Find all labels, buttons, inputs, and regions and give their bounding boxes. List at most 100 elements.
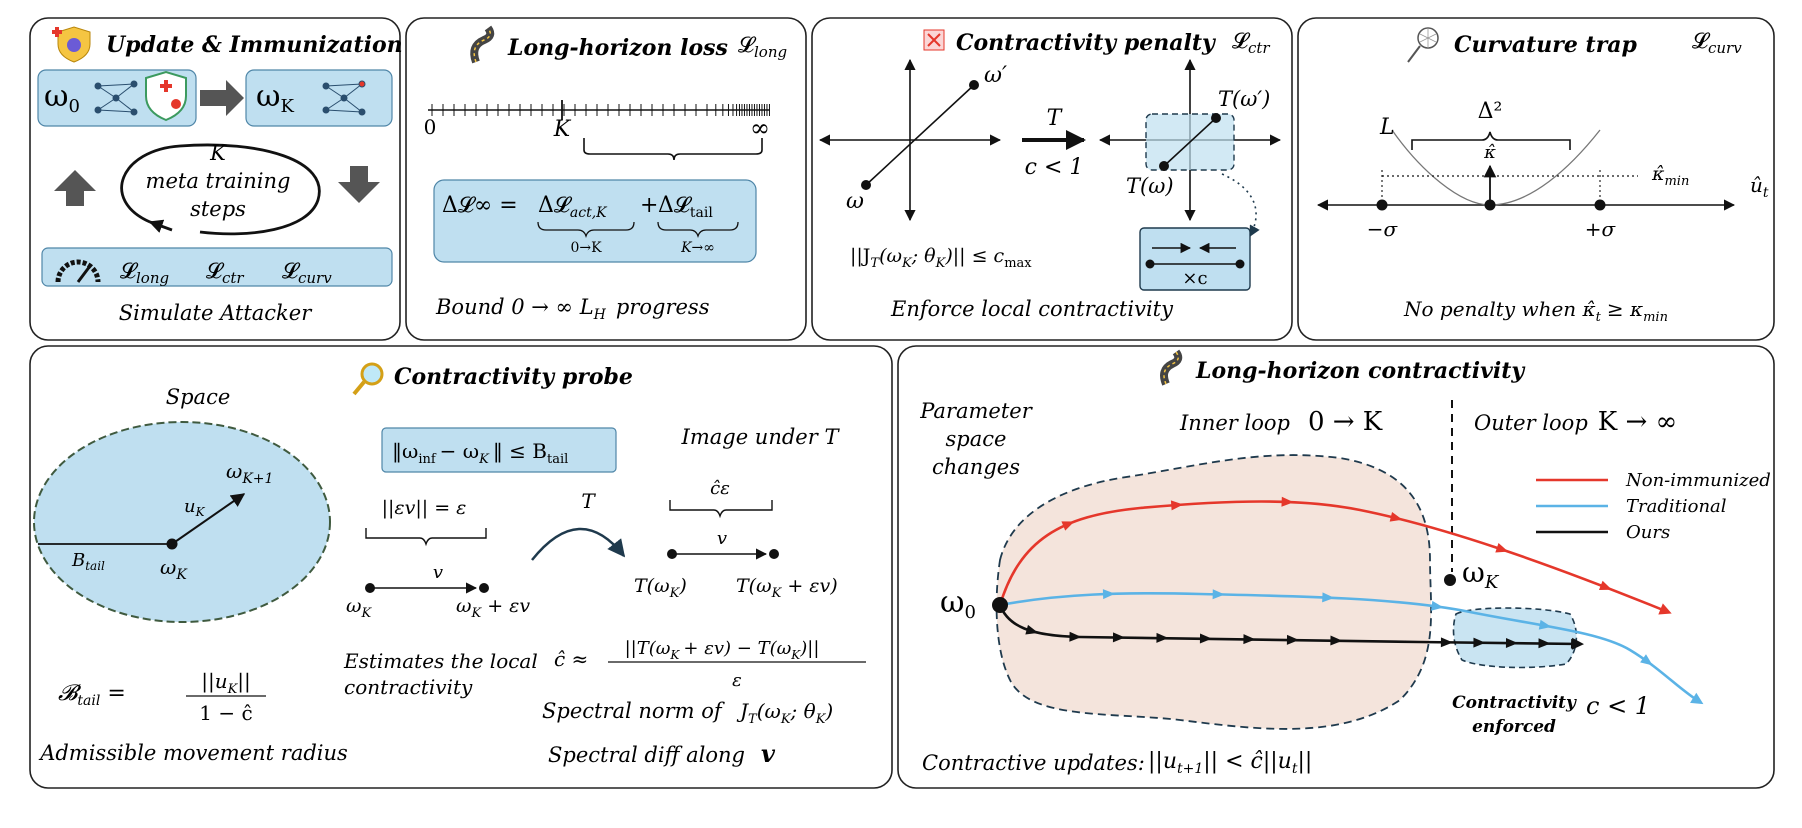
panel5-title: Contractivity probe (394, 364, 633, 390)
wK-label: ωK (1462, 556, 1500, 593)
jacobian-norm: ||JT(ωK; θK)|| ≤ cmax (850, 245, 1032, 271)
path-arrowhead (1389, 511, 1403, 522)
zoom-right-point (1235, 259, 1245, 269)
path-arrowhead (1538, 619, 1552, 630)
radius-caption: Admissible movement radius (38, 741, 348, 765)
path-arrowhead (1322, 592, 1335, 603)
horizon-ticks (431, 100, 770, 120)
cycle-line3: steps (190, 197, 246, 221)
forward-arrow (200, 80, 244, 116)
panel2-title: Long-horizon loss (507, 35, 728, 61)
panel3-caption: Enforce local contractivity (890, 297, 1174, 321)
path-arrowhead (1243, 634, 1256, 645)
path-arrowhead (1495, 543, 1509, 553)
t-omega-label: T(ω) (1126, 174, 1174, 198)
w-k-point (166, 538, 178, 550)
path-arrowhead (1069, 631, 1082, 642)
panel6-title: Long-horizon contractivity (1195, 358, 1526, 384)
down-arrow (338, 166, 380, 203)
w0-label: ω0 (940, 585, 976, 623)
horizon-brace (583, 138, 763, 161)
path-end-arrowhead (1690, 692, 1704, 705)
loss-curve (1391, 129, 1601, 206)
winding-road-icon (1160, 349, 1183, 386)
panel-long-horizon-loss: Long-horizon loss 𝓛long 0 K ∞ Δ𝓛∞ = Δ𝓛ac… (405, 17, 807, 341)
center-point (1484, 199, 1496, 211)
radius-denominator: 1 − ĉ (199, 701, 252, 725)
kappa-min-label: κ̂min (1651, 163, 1689, 189)
virus-shield-icon (52, 26, 91, 63)
w0-point (992, 597, 1008, 613)
loss-curv: 𝓛curv (282, 259, 332, 287)
eq-term1: Δ𝓛act,K (538, 193, 608, 221)
panel3-title: Contractivity penalty (956, 30, 1217, 56)
contractive-updates-expr: ||ut+1|| < ĉ||ut|| (1148, 749, 1312, 777)
panel1-title: Update & Immunization (106, 32, 403, 58)
space-label: Space (166, 385, 231, 409)
tick-k: K (553, 117, 572, 142)
winding-road-icon (470, 25, 495, 64)
legend-label: Traditional (1626, 496, 1727, 517)
param-line1: Parameter (919, 399, 1033, 423)
delta-label: Δ² (1478, 99, 1503, 124)
path-arrowhead (1212, 589, 1225, 600)
panel1-border (29, 17, 401, 341)
path-arrowhead (1598, 580, 1612, 591)
panel-contractivity-probe: Contractivity probe Space ωK+1 uK Btail … (29, 345, 893, 789)
plus-sigma-label: +σ (1585, 217, 1617, 241)
radius-lhs: 𝓑tail = (58, 681, 126, 709)
t-omega-segment (1163, 117, 1217, 167)
w0-label: ω0 (44, 79, 80, 117)
panel5-border (29, 345, 893, 789)
t-mapping-arrow (531, 527, 626, 561)
panel-contractivity-penalty: Contractivity penalty 𝓛ctr ω′ ω T c < 1 … (811, 17, 1293, 341)
panel4-border (1297, 17, 1775, 341)
path-arrowhead (1112, 632, 1125, 643)
v-end-point (479, 583, 489, 593)
eq-lhs: Δ𝓛∞ = (442, 193, 518, 218)
delta-brace (1411, 131, 1571, 150)
panel2-corner: 𝓛long (738, 33, 787, 61)
path-arrowhead (1156, 632, 1169, 643)
space-ellipse (33, 421, 331, 623)
omega-label: ω (846, 189, 864, 214)
path-arrowhead (1505, 637, 1518, 648)
cycle-k: K (209, 141, 227, 165)
tick-zero: 0 (424, 115, 437, 139)
t-label: T (581, 489, 596, 513)
panel4-caption: No penalty when κ̂t≥ κmin (1403, 297, 1668, 325)
minus-sigma-point (1376, 199, 1388, 211)
trajectories (998, 496, 1704, 705)
butterfly-net-icon (1407, 27, 1439, 63)
path-arrowhead (1199, 633, 1212, 644)
contraction-condition: c < 1 (1025, 155, 1084, 180)
img-left-point (667, 549, 677, 559)
ours-path (998, 604, 1581, 646)
image-title: Image under T (681, 425, 841, 449)
shield-plus-icon (145, 70, 187, 122)
c-hat-denominator: ε (732, 670, 742, 691)
estimates-line2: contractivity (344, 675, 473, 699)
tail-bound-eq: ‖ωinf− ωK‖ ≤ Btail (392, 439, 568, 467)
omega-prime-label: ω′ (984, 63, 1007, 88)
contraction-condition-c: c < 1 (1586, 692, 1650, 720)
path-arrowhead (1330, 635, 1343, 646)
zoom-box (1139, 227, 1251, 291)
path-end-arrowhead (1658, 603, 1672, 615)
v2-label: v (717, 528, 727, 549)
estimates-line1: Estimates the local (343, 649, 538, 673)
panel4-corner: 𝓛curv (1692, 29, 1742, 57)
panel1-caption: Simulate Attacker (119, 301, 313, 325)
tick-inf: ∞ (750, 114, 770, 142)
path-arrowhead (1640, 654, 1653, 666)
path-arrowhead (1170, 500, 1184, 511)
enforced-line2: enforced (1472, 717, 1556, 737)
enforced-line1: Contractivity (1452, 693, 1577, 713)
spectral-norm-expr: JT(ωK; θK) (736, 699, 833, 727)
legend-label: Non-immunized (1625, 470, 1771, 491)
panel-update-immunization: Update & Immunization ω0 ωK K meta train… (29, 17, 403, 341)
u-k-arrow (171, 493, 246, 545)
